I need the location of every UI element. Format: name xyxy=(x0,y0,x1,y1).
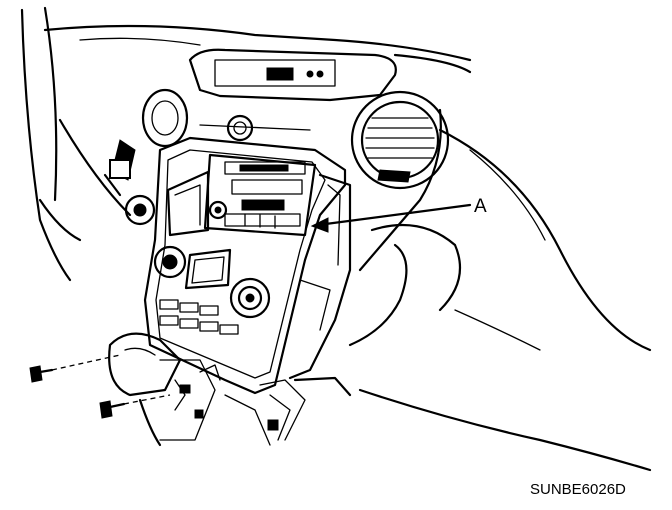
panel-side-housing xyxy=(288,173,352,380)
figure-code: SUNBE6026D xyxy=(530,481,626,498)
lower-buttons xyxy=(159,299,239,335)
screw-upper xyxy=(29,354,121,383)
climate-knob-left xyxy=(153,245,187,279)
center-fascia-panel xyxy=(143,136,347,395)
dashboard-background xyxy=(38,24,652,472)
climate-knob-right xyxy=(229,277,271,319)
callout-a: A xyxy=(310,196,487,233)
left-pocket xyxy=(166,170,210,237)
climate-display xyxy=(184,248,232,290)
lower-console xyxy=(108,332,352,447)
air-vent xyxy=(350,90,450,190)
audio-unit xyxy=(203,153,317,237)
gauge-cluster xyxy=(103,88,189,197)
screw-lower xyxy=(99,394,171,419)
hazard-button xyxy=(226,114,254,142)
top-display-housing xyxy=(188,48,397,131)
callout-a-label: A xyxy=(474,196,487,217)
left-switch xyxy=(124,194,156,226)
steering-wheel xyxy=(20,6,72,282)
